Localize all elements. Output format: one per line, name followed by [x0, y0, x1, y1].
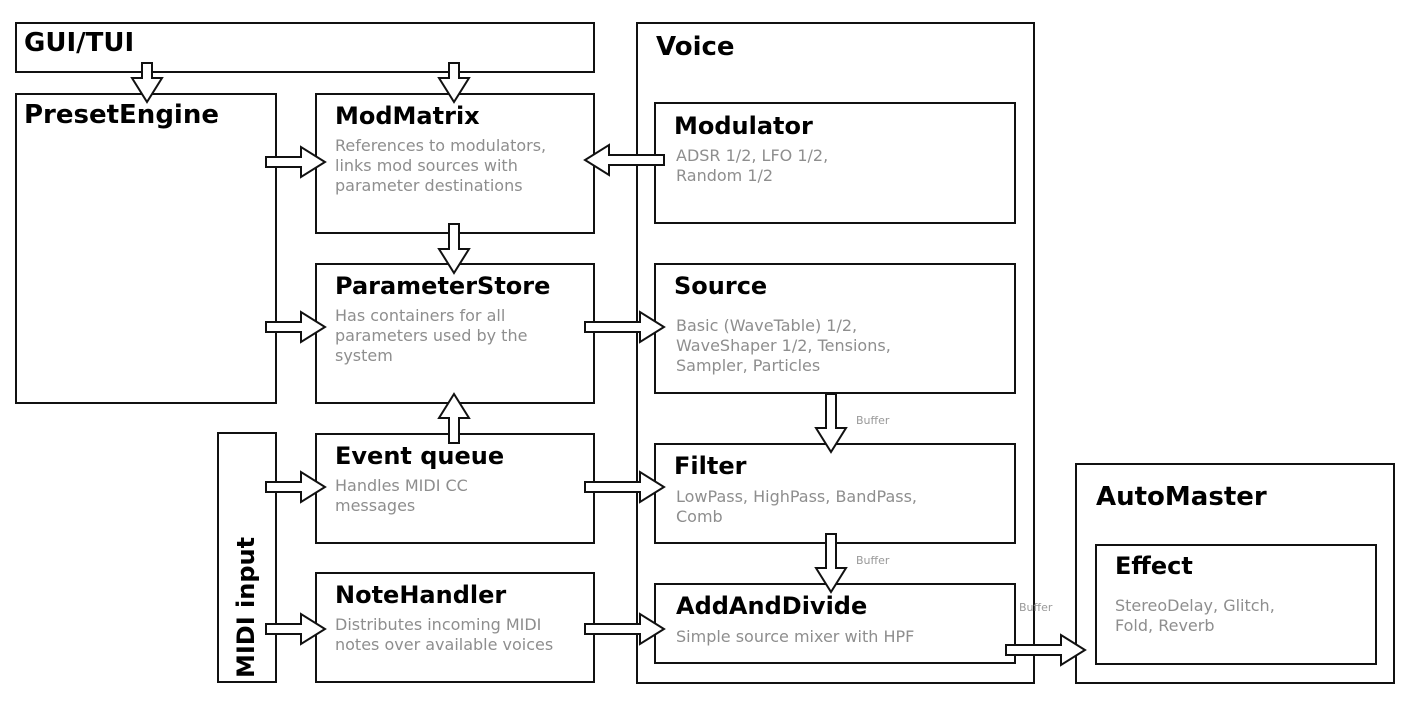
voice-box	[636, 22, 1035, 684]
midi-input-box	[217, 432, 277, 683]
source-desc-line-2: WaveShaper 1/2, Tensions,	[676, 336, 891, 355]
parameterstore-title: ParameterStore	[335, 272, 551, 300]
source-desc-line-3: Sampler, Particles	[676, 356, 821, 375]
buffer-label-source-filter: Buffer	[856, 414, 890, 427]
event-queue-desc-line-2: messages	[335, 496, 416, 515]
buffer-label-add-automaster: Buffer	[1019, 601, 1053, 614]
effect-title: Effect	[1115, 552, 1193, 580]
addanddivide-title: AddAndDivide	[676, 592, 868, 620]
event-queue-title: Event queue	[335, 442, 505, 470]
effect-box	[1095, 544, 1377, 665]
notehandler-desc-line-2: notes over available voices	[335, 635, 554, 654]
gui-tui-title: GUI/TUI	[24, 28, 135, 58]
automaster-title: AutoMaster	[1096, 482, 1267, 512]
event-queue-desc-line-1: Handles MIDI CC	[335, 476, 468, 495]
preset-engine-box	[15, 93, 277, 404]
modulator-desc-line-1: ADSR 1/2, LFO 1/2,	[676, 146, 829, 165]
modmatrix-desc-line-3: parameter destinations	[335, 176, 523, 195]
addanddivide-desc-line-1: Simple source mixer with HPF	[676, 627, 915, 646]
parameterstore-desc-line-2: parameters used by the	[335, 326, 528, 345]
midi-input-title: MIDI input	[232, 536, 260, 678]
modmatrix-desc-line-1: References to modulators,	[335, 136, 547, 155]
filter-title: Filter	[674, 452, 747, 480]
automaster-box	[1075, 463, 1395, 684]
modulator-title: Modulator	[674, 112, 813, 140]
filter-desc-line-1: LowPass, HighPass, BandPass,	[676, 487, 918, 506]
effect-desc-line-1: StereoDelay, Glitch,	[1115, 596, 1275, 615]
source-desc-line-1: Basic (WaveTable) 1/2,	[676, 316, 858, 335]
voice-title: Voice	[656, 32, 735, 62]
preset-engine-title: PresetEngine	[24, 100, 219, 130]
parameterstore-desc-line-3: system	[335, 346, 393, 365]
modmatrix-desc-line-2: links mod sources with	[335, 156, 518, 175]
buffer-label-filter-add: Buffer	[856, 554, 890, 567]
modulator-desc-line-2: Random 1/2	[676, 166, 774, 185]
filter-desc-line-2: Comb	[676, 507, 723, 526]
notehandler-desc-line-1: Distributes incoming MIDI	[335, 615, 542, 634]
gui-tui-box	[15, 22, 595, 73]
source-title: Source	[674, 272, 768, 300]
effect-desc-line-2: Fold, Reverb	[1115, 616, 1215, 635]
notehandler-title: NoteHandler	[335, 581, 507, 609]
modmatrix-title: ModMatrix	[335, 102, 480, 130]
parameterstore-desc-line-1: Has containers for all	[335, 306, 506, 325]
